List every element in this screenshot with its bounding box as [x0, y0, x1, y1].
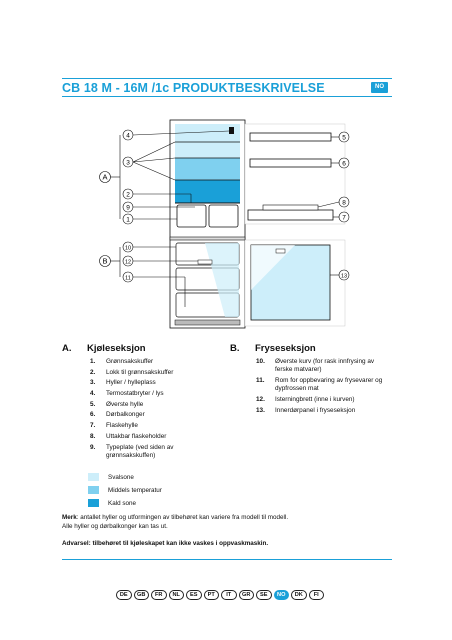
door-balcony-top	[249, 132, 332, 142]
page-title: CB 18 M - 16M /1c PRODUKTBESKRIVELSE	[62, 81, 325, 95]
kickplate	[174, 319, 241, 326]
svg-text:4: 4	[126, 132, 130, 139]
list-item: 12.Isterningbrett (inne i kurven)	[256, 395, 355, 403]
bottle-shelf	[247, 209, 334, 221]
section-a-heading: A. Kjøleseksjon	[62, 343, 146, 354]
callout-4: 4	[122, 129, 134, 141]
callout-6: 6	[338, 157, 350, 169]
section-b-title: Fryseseksjon	[255, 343, 316, 354]
bottle-holder	[262, 204, 319, 211]
freezer-divider	[169, 236, 246, 241]
svg-text:2: 2	[126, 191, 130, 198]
list-item: 7.Flaskehylle	[90, 422, 138, 430]
list-item: 2.Lokk til grønnsakskuffer	[90, 368, 174, 376]
list-item: 8.Uttakbar flaskeholder	[90, 432, 167, 440]
lang-fi[interactable]: FI	[308, 590, 324, 600]
note-merk-label: Merk	[62, 514, 77, 521]
svg-text:8: 8	[342, 199, 346, 206]
lang-pt[interactable]: PT	[203, 590, 219, 600]
lang-fr[interactable]: FR	[151, 590, 167, 600]
language-badge: NO	[371, 82, 388, 93]
section-a-list: 1.Grønnsakskuffer 2.Lokk til grønnsaksku…	[90, 358, 215, 462]
lang-it[interactable]: IT	[221, 590, 237, 600]
legend-swatch-cool	[88, 473, 99, 481]
list-item: 10.Øverste kurv (for rask innfrysing av …	[256, 358, 375, 374]
section-a-letter: A.	[62, 343, 72, 354]
lang-es[interactable]: ES	[186, 590, 202, 600]
section-b-heading: B. Fryseseksjon	[230, 343, 316, 354]
lang-gb[interactable]: GB	[133, 590, 149, 600]
zone-medium	[175, 158, 240, 180]
svg-text:B: B	[102, 257, 107, 266]
legend-label-medium: Middels temperatur	[108, 487, 162, 494]
svg-text:13: 13	[341, 273, 347, 279]
section-b-list: 10.Øverste kurv (for rask innfrysing av …	[256, 358, 386, 417]
crisper-left	[176, 204, 207, 228]
lang-no[interactable]: NO	[273, 590, 289, 600]
svg-text:3: 3	[126, 159, 130, 166]
crisper-right	[208, 204, 239, 228]
callout-13: 13	[338, 269, 350, 281]
section-b-letter: B.	[230, 343, 240, 354]
note-warning: Advarsel: tilbehøret til kjøleskapet kan…	[62, 540, 269, 547]
callout-12: 12	[122, 255, 134, 267]
thermostat	[229, 127, 234, 134]
svg-text:A: A	[102, 173, 107, 182]
svg-text:6: 6	[342, 160, 346, 167]
list-item: 1.Grønnsakskuffer	[90, 358, 154, 365]
lang-dk[interactable]: DK	[291, 590, 307, 600]
legend-swatch-medium	[88, 486, 99, 494]
list-item: 3.Hyller / hylleplass	[90, 379, 156, 387]
callout-8: 8	[338, 196, 350, 208]
callout-b: B	[99, 255, 111, 267]
callout-9: 9	[122, 201, 134, 213]
note-merk: Merk: antallet hyller og utformingen av …	[62, 514, 288, 523]
list-item: 5.Øverste hylle	[90, 400, 144, 408]
freezer-door-label	[275, 248, 286, 254]
top-rule	[62, 78, 392, 79]
svg-text:7: 7	[342, 214, 346, 221]
note-removable: Alle hyller og dørbalkonger kan tas ut.	[62, 523, 168, 530]
lang-se[interactable]: SE	[256, 590, 272, 600]
list-item: 13.Innerdørpanel i fryseseksjon	[256, 406, 356, 414]
lang-gr[interactable]: GR	[238, 590, 254, 600]
svg-text:1: 1	[126, 216, 130, 223]
language-selector: DE GB FR NL ES PT IT GR SE NO DK FI	[116, 590, 324, 600]
freezer-door-highlight	[251, 245, 295, 290]
callout-5: 5	[338, 131, 350, 143]
callout-a: A	[99, 171, 111, 183]
header-underline	[62, 96, 392, 97]
list-item: 6.Dørbalkonger	[90, 411, 145, 419]
list-item: 4.Termostatbryter / lys	[90, 390, 164, 398]
svg-text:12: 12	[125, 259, 131, 265]
list-item: 11.Rom for oppbevaring av frysevarer og …	[256, 376, 383, 393]
freezer-sheen	[205, 243, 239, 317]
zone-cold	[175, 180, 240, 203]
callout-1: 1	[122, 213, 134, 225]
section-a-title: Kjøleseksjon	[87, 343, 146, 354]
ice-tray	[197, 259, 213, 265]
fridge-diagram: 4 3 A 2 9 1 10 B 12 11 5 6 8 7 13	[99, 119, 350, 329]
callout-2: 2	[122, 188, 134, 200]
door-balcony-middle	[249, 158, 332, 168]
legend-swatch-cold	[88, 499, 99, 507]
lang-nl[interactable]: NL	[168, 590, 184, 600]
callout-3: 3	[122, 156, 134, 168]
legend-label-cold: Kald sone	[108, 500, 137, 507]
svg-text:9: 9	[126, 204, 130, 211]
list-item: 9.Typeplate (ved siden av grønnsakskuffe…	[90, 443, 174, 459]
callout-10: 10	[122, 241, 134, 253]
legend-label-cool: Svalsone	[108, 474, 134, 481]
note-merk-text: : antallet hyller og utformingen av tilb…	[76, 514, 289, 521]
lang-de[interactable]: DE	[116, 590, 132, 600]
svg-text:10: 10	[125, 245, 131, 251]
svg-text:11: 11	[125, 275, 131, 281]
callout-11: 11	[122, 271, 134, 283]
svg-text:5: 5	[342, 134, 346, 141]
callout-7: 7	[338, 211, 350, 223]
bottom-rule	[62, 559, 392, 560]
